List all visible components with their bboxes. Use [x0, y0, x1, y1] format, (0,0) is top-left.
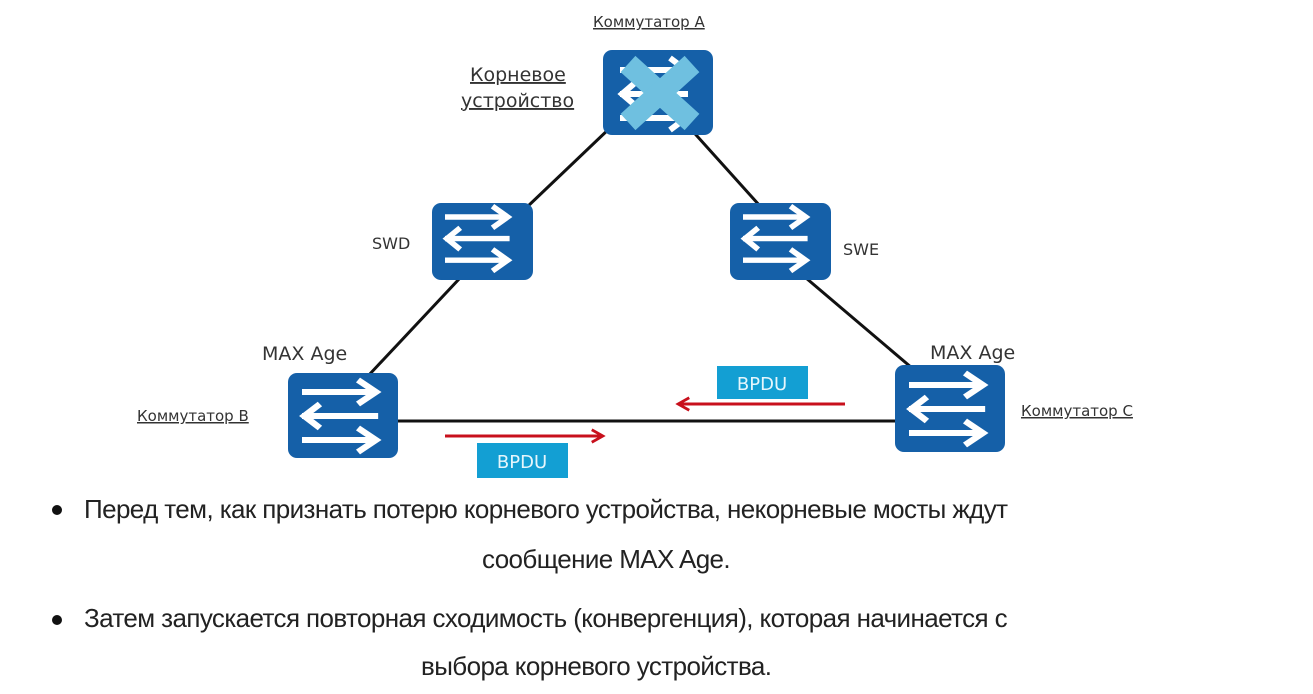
switch-swe[interactable] — [730, 203, 831, 280]
bullet-text-line1: Затем запускается повторная сходимость (… — [84, 603, 1008, 633]
switch-swd-label: SWD — [372, 234, 410, 253]
failure-cross-icon — [620, 55, 700, 131]
switch-c[interactable] — [895, 365, 1005, 452]
switch-b-max-age-label: MAX Age — [262, 343, 347, 365]
switch-a-label: Коммутатор A — [593, 13, 705, 31]
switch-swd[interactable] — [432, 203, 533, 280]
root-device-label-line2: устройство — [461, 90, 574, 112]
link-a-swe — [686, 124, 762, 208]
bullet-dot-icon — [52, 615, 62, 625]
link-swe-c — [805, 276, 913, 370]
link-swd-b — [366, 276, 462, 378]
bullet-text-line1: Перед тем, как признать потерю корневого… — [84, 494, 1008, 524]
link-a-swd — [524, 124, 614, 210]
switch-b[interactable] — [288, 373, 398, 458]
bpdu-badge — [717, 366, 808, 399]
bullet-dot-icon — [52, 505, 62, 515]
bpdu-badge-label: BPDU — [737, 374, 787, 395]
switch-c-max-age-label: MAX Age — [930, 342, 1015, 364]
switch-c-label: Коммутатор C — [1021, 402, 1133, 420]
bpdu-message-c-to-b: BPDU — [678, 366, 845, 404]
stp-topology-diagram: Коммутатор A Корневое устройство SWD SWE… — [137, 13, 1133, 478]
bullet-text-line2: сообщение MAX Age. — [482, 544, 731, 574]
bpdu-badge — [477, 443, 568, 478]
bpdu-message-b-to-c: BPDU — [445, 436, 603, 478]
bullet-text-line2: выбора корневого устройства. — [421, 651, 772, 681]
switch-a[interactable] — [603, 50, 713, 135]
switch-swe-label: SWE — [843, 240, 879, 259]
links — [366, 124, 913, 423]
root-device-label-line1: Корневое — [470, 64, 566, 86]
switch-b-label: Коммутатор B — [137, 407, 249, 425]
bpdu-badge-label: BPDU — [497, 452, 547, 473]
